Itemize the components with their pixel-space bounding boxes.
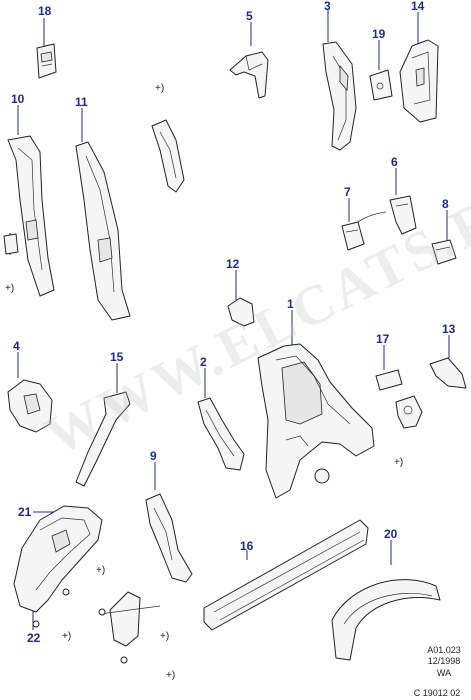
reference-block: A01.023 12/1998 WA xyxy=(420,645,468,679)
callout-15[interactable]: 15 xyxy=(110,350,124,364)
part-14-panel xyxy=(399,39,439,123)
part-18-bracket xyxy=(36,43,57,79)
plus-marker: +) xyxy=(62,631,72,642)
part-2-piece xyxy=(197,397,245,471)
callout-12[interactable]: 12 xyxy=(226,257,240,271)
plus-marker: +) xyxy=(166,670,176,681)
plus-marker: +) xyxy=(96,565,106,576)
part-16-sill xyxy=(203,519,369,631)
part-20-arch xyxy=(331,579,441,661)
callout-7[interactable]: 7 xyxy=(344,185,351,199)
callout-9[interactable]: 9 xyxy=(150,449,157,463)
plus-marker: +) xyxy=(394,457,404,468)
part-5-bracket xyxy=(229,51,269,99)
callout-6[interactable]: 6 xyxy=(391,155,398,169)
reference-date: 12/1998 xyxy=(427,656,461,667)
part-7-connector xyxy=(341,221,365,251)
part-clip-left xyxy=(3,233,19,255)
part-3-pillar xyxy=(322,41,357,151)
callout-16[interactable]: 16 xyxy=(240,539,254,553)
reference-region: WA xyxy=(436,667,452,678)
callout-13[interactable]: 13 xyxy=(442,322,456,336)
plus-marker: +) xyxy=(160,631,170,642)
callout-8[interactable]: 8 xyxy=(442,197,449,211)
callout-11[interactable]: 11 xyxy=(75,95,88,109)
callout-5[interactable]: 5 xyxy=(246,9,253,23)
fasteners xyxy=(32,588,128,664)
reference-number: C 19012 02 xyxy=(413,688,461,698)
part-bracket-plus xyxy=(151,119,185,193)
callout-18[interactable]: 18 xyxy=(38,4,52,18)
callout-21[interactable]: 21 xyxy=(18,505,32,519)
part-9-pillar xyxy=(145,493,193,583)
reference-code: A01.023 xyxy=(427,645,461,655)
part-plug xyxy=(395,395,423,429)
callout-17[interactable]: 17 xyxy=(376,332,390,346)
callout-22[interactable]: 22 xyxy=(27,631,41,645)
callout-14[interactable]: 14 xyxy=(411,0,425,13)
part-21-wheelhouse xyxy=(13,505,103,613)
callout-20[interactable]: 20 xyxy=(384,527,398,541)
part-bottom-bracket xyxy=(99,591,161,647)
callout-19[interactable]: 19 xyxy=(372,27,386,41)
part-6-bracket xyxy=(351,195,417,235)
plus-marker: +) xyxy=(5,283,15,294)
callout-3[interactable]: 3 xyxy=(324,0,331,13)
part-13-clip xyxy=(429,357,467,389)
part-1-rear-panel xyxy=(257,343,375,499)
part-19-plate xyxy=(369,69,393,101)
callout-10[interactable]: 10 xyxy=(11,92,25,106)
part-8-block xyxy=(431,239,457,265)
callout-2[interactable]: 2 xyxy=(200,355,207,369)
callout-1[interactable]: 1 xyxy=(287,297,294,311)
callout-4[interactable]: 4 xyxy=(13,339,20,353)
part-17-block xyxy=(375,369,403,391)
plus-marker: +) xyxy=(155,83,165,94)
part-10-pillar xyxy=(7,135,55,297)
part-15-strut xyxy=(75,391,131,487)
part-11-pillar xyxy=(75,141,131,321)
part-4-bracket xyxy=(7,379,53,433)
part-12-bracket xyxy=(227,297,255,327)
